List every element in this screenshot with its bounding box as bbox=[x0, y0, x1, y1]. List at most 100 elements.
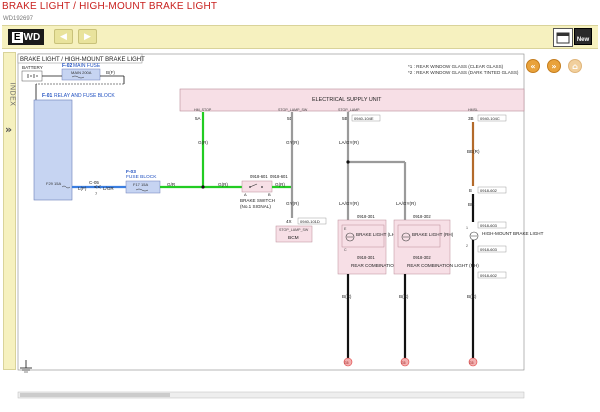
next-page-button[interactable]: » bbox=[547, 59, 561, 73]
pin-3b: 3B bbox=[468, 116, 474, 121]
rcl-lh-label: REAR COMBINATION LIGHT (LH) bbox=[351, 263, 423, 268]
window-icon bbox=[556, 32, 570, 43]
wire-gr-label-3: G(R) bbox=[218, 182, 228, 187]
wire-lf-label: L(F) bbox=[78, 186, 87, 191]
bulb-rh-icon bbox=[401, 232, 411, 242]
pin-4x: 4X bbox=[286, 219, 292, 224]
conn-0918-603a: 0918-603 bbox=[480, 223, 498, 228]
wire-lagyr-label-3: LA/GY(R) bbox=[396, 201, 416, 206]
new-window-button[interactable]: New bbox=[574, 28, 592, 45]
conn-0940-101d: 0940-101D bbox=[300, 219, 320, 224]
ground-rh-label: G5 bbox=[401, 361, 406, 365]
back-arrow-icon: ◀ bbox=[60, 31, 67, 41]
conn-0918-302a: 0918-302 bbox=[413, 214, 431, 219]
relay-fuse-block bbox=[33, 99, 73, 201]
fuse-block-id: F-03 bbox=[126, 169, 136, 175]
wire-lgr-label: L/GR bbox=[103, 186, 114, 191]
conn-0918-603b: 0918-603 bbox=[480, 247, 498, 252]
brake-switch-label: BRAKE SWITCH bbox=[240, 198, 275, 203]
brake-light-rh-label: BRAKE LIGHT (RH) bbox=[412, 232, 454, 237]
wire-gr-label-2: G(R) bbox=[198, 140, 208, 145]
wire-br-hm-label: B(R) bbox=[467, 294, 477, 299]
wire-bf-label: B(F) bbox=[106, 70, 115, 75]
expand-arrow-icon[interactable]: » bbox=[5, 123, 13, 136]
conn-0918-302b: 0918-302 bbox=[413, 255, 431, 260]
main-fuse-box bbox=[61, 68, 101, 81]
esu-pin-stop-lamp: STOP_LAMP bbox=[338, 108, 360, 112]
conn-0918-602a: 0918-602 bbox=[480, 188, 498, 193]
page-title: BRAKE LIGHT / HIGH-MOUNT BRAKE LIGHT bbox=[2, 1, 218, 12]
conn-0918-301b: 0918-301 bbox=[357, 255, 375, 260]
esu-pin-stop-lamp-sw: STOP_LAMP_SW bbox=[278, 108, 308, 112]
wire-gr-label-4: G(R) bbox=[275, 182, 285, 187]
pin-5b: 5B bbox=[342, 116, 348, 121]
wire-lagyr-label-2: LA/GY(R) bbox=[339, 201, 359, 206]
print-button[interactable] bbox=[553, 28, 573, 47]
previous-icon: « bbox=[530, 61, 536, 71]
ground-lh-label: G5 bbox=[344, 361, 349, 365]
forward-arrow-icon: ▶ bbox=[84, 31, 91, 41]
brake-switch-sublabel: (No.1 SIGNAL) bbox=[240, 204, 271, 209]
wire-gyr-label-1: GY(R) bbox=[286, 140, 299, 145]
bcm-label: BCM bbox=[288, 235, 299, 241]
brake-light-lh-label: BRAKE LIGHT (LH) bbox=[356, 232, 397, 237]
battery-label: BATTERY bbox=[22, 65, 43, 70]
hm-pin-1: 1 bbox=[466, 226, 468, 230]
fuse-f29-label: F29 15A bbox=[46, 181, 61, 186]
conn-0940-104c: 0940-104C bbox=[480, 116, 500, 121]
new-label: New bbox=[576, 37, 590, 43]
brake-switch-box bbox=[241, 180, 273, 193]
conn-0918-301a: 0918-301 bbox=[357, 214, 375, 219]
home-button[interactable]: ⌂ bbox=[568, 59, 582, 73]
wire-br-lh-label: B(R) bbox=[342, 294, 352, 299]
index-tab[interactable]: INDEX » bbox=[3, 52, 16, 370]
previous-page-button[interactable]: « bbox=[526, 59, 540, 73]
wire-ber-label: BE(R) bbox=[467, 149, 480, 154]
pin-5a: 5A bbox=[195, 116, 202, 121]
document-id: WD192697 bbox=[3, 16, 34, 22]
esu-title: ELECTRICAL SUPPLY UNIT bbox=[312, 97, 382, 103]
ewd-logo-letter: E bbox=[11, 31, 23, 43]
ground-hm-icon bbox=[468, 357, 478, 367]
ground-rh-icon bbox=[400, 357, 410, 367]
wire-gr-label-1: G/R bbox=[167, 182, 176, 187]
back-button[interactable]: ◀ bbox=[54, 29, 73, 44]
relay-block-id: F-01 bbox=[42, 93, 53, 99]
legend-note-2: *2 : REAR WINDOW GLASS (DARK TINTED GLAS… bbox=[408, 70, 519, 75]
horizontal-scrollbar[interactable] bbox=[17, 391, 525, 399]
lh-pin-e: E bbox=[344, 227, 347, 231]
connector-c05-label: C-05 bbox=[89, 180, 99, 185]
main-fuse-id: F-02 bbox=[62, 63, 73, 69]
diagram-frame bbox=[17, 53, 525, 371]
esu-pin-hm-stop: HM_STOP bbox=[194, 108, 212, 112]
forward-button[interactable]: ▶ bbox=[78, 29, 97, 44]
conn-0918-601b: 0918-601 bbox=[270, 174, 288, 179]
pin-5d: 5D bbox=[287, 116, 294, 121]
scrollbar-thumb[interactable] bbox=[20, 393, 170, 397]
home-icon: ⌂ bbox=[572, 61, 578, 71]
wire-lagyr-label-1: LA/GY(R) bbox=[339, 140, 359, 145]
main-fuse-rating: MAIN 200A bbox=[71, 70, 92, 75]
ewd-logo-text: WD bbox=[23, 31, 41, 43]
legend-note-1: *1 : REAR WINDOW GLASS (CLEAR GLASS) bbox=[408, 64, 504, 69]
lh-pin-c: C bbox=[344, 248, 347, 252]
relay-block-name: RELAY AND FUSE BLOCK bbox=[54, 93, 115, 99]
conn-0940-104e: 0940-104E bbox=[354, 116, 374, 121]
switch-pin-a: A bbox=[244, 192, 247, 197]
bulb-lh-icon bbox=[345, 232, 355, 242]
svg-text:<<: << bbox=[94, 185, 102, 191]
bcm-pin-label: STOP_LAMP_SW bbox=[279, 228, 309, 232]
rcl-rh-label: REAR COMBINATION LIGHT (RH) bbox=[407, 263, 479, 268]
conn-0918-602b: 0918-602 bbox=[480, 273, 498, 278]
wire-b-label: B bbox=[469, 188, 472, 193]
diagram-title: BRAKE LIGHT / HIGH-MOUNT BRAKE LIGHT bbox=[20, 57, 145, 63]
wire-br-rh-label: B(R) bbox=[399, 294, 409, 299]
ground-hm-label: G5 bbox=[469, 361, 474, 365]
esu-pin-hmsl: HMSL bbox=[468, 108, 478, 112]
bcm-box bbox=[275, 225, 313, 243]
fuse-f17-label: F17 15A bbox=[133, 182, 148, 187]
wire-br-label: BR bbox=[468, 202, 475, 207]
battery-box bbox=[21, 70, 43, 82]
switch-pin-b: B bbox=[268, 192, 271, 197]
